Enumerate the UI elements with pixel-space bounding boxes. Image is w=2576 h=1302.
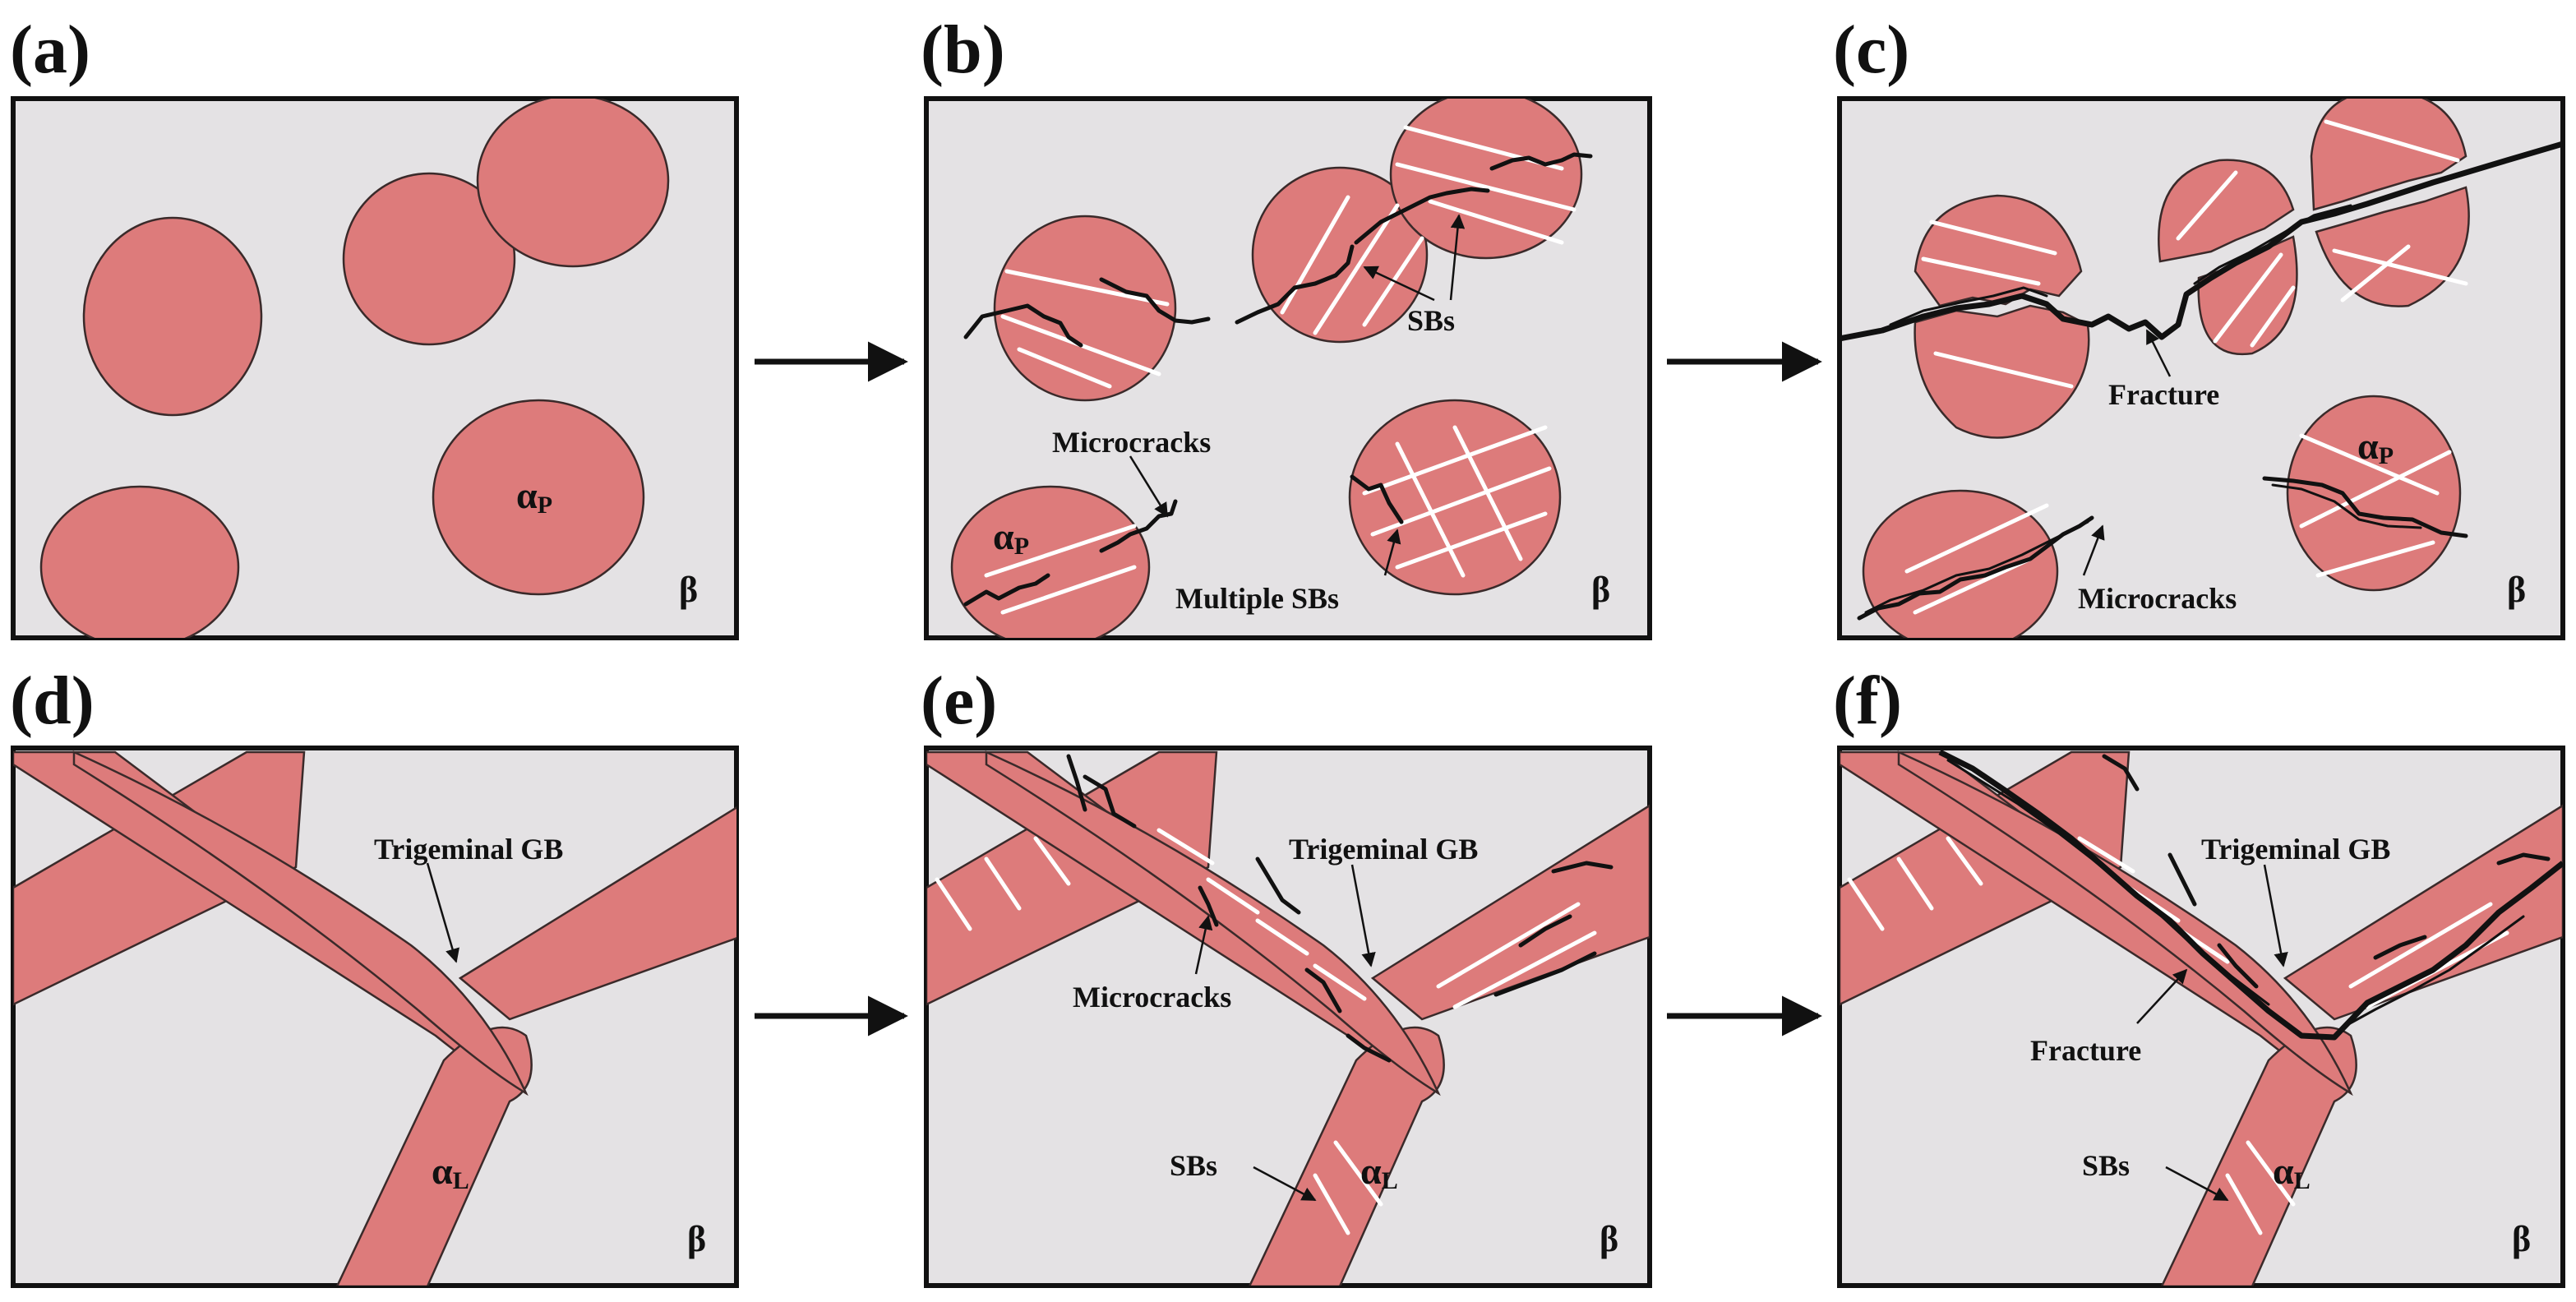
- beta-matrix-label: β: [687, 1219, 706, 1259]
- lamellar-alpha-plate: [1370, 804, 1650, 1021]
- primary-alpha-grain: [1389, 99, 1583, 260]
- lamellar-alpha-plate: [2283, 804, 2563, 1021]
- alpha-l-label: αL: [1360, 1150, 1398, 1194]
- beta-matrix-label: β: [1591, 570, 1610, 610]
- panel-b-grains: [950, 99, 1593, 638]
- alpha-p-label: αP: [993, 515, 1029, 560]
- microcracks-annotation: Microcracks: [2078, 582, 2237, 615]
- lamellar-alpha-plate: [458, 806, 736, 1021]
- primary-alpha-grain: [993, 215, 1177, 402]
- primary-alpha-grain: [1348, 399, 1562, 596]
- primary-alpha-grain: [39, 485, 240, 638]
- primary-alpha-grain: [1862, 489, 2059, 638]
- panel-f-lamellae: [1840, 749, 2563, 1286]
- fracture-annotation: Fracture: [2030, 1034, 2141, 1067]
- panel-f: (f): [1833, 663, 2565, 1288]
- slip-bands: [935, 828, 1597, 1235]
- panel-a-grains: [39, 99, 670, 638]
- lamellar-alpha-plate: [1897, 750, 2353, 1097]
- panel-d-lamellae: [13, 750, 736, 1286]
- fractured-alpha-grain: [2310, 99, 2468, 211]
- panel-c-label: (c): [1833, 12, 1909, 88]
- alpha-l-label: αL: [2273, 1150, 2311, 1194]
- multiple-sbs-annotation: Multiple SBs: [1175, 582, 1339, 615]
- panel-d: (d) Trigeminal GB αL β: [10, 663, 739, 1288]
- slip-bands: [1847, 836, 2509, 1235]
- panel-f-label: (f): [1833, 663, 1902, 739]
- fractured-alpha-grain: [1914, 304, 2090, 439]
- panel-f-leaders: [2136, 864, 2288, 1202]
- panel-c-leaders: [2082, 329, 2172, 576]
- panel-c-grains: [1840, 99, 2563, 638]
- fracture-annotation: Fracture: [2108, 378, 2219, 411]
- panel-b-label: (b): [921, 12, 1005, 88]
- trigeminal-gb-leader: [426, 862, 459, 963]
- panel-d-label: (d): [10, 663, 95, 739]
- beta-matrix-label: β: [679, 570, 698, 610]
- lamellar-alpha-plate: [13, 750, 306, 1006]
- fracture-path: [1840, 141, 2563, 342]
- alpha-p-label: αP: [2357, 425, 2394, 469]
- sbs-annotation: SBs: [2082, 1149, 2130, 1182]
- primary-alpha-grain: [342, 172, 516, 346]
- panel-e-label: (e): [921, 663, 997, 739]
- panel-e: (e): [921, 663, 1652, 1288]
- panel-e-lamellae: [926, 750, 1650, 1286]
- alpha-l-label: αL: [432, 1150, 469, 1194]
- panel-e-leaders: [1194, 864, 1376, 1202]
- lamellar-alpha-plate: [985, 750, 1441, 1097]
- primary-alpha-grain: [950, 485, 1151, 638]
- microcracks: [1857, 476, 2468, 621]
- microcracks: [963, 152, 1593, 607]
- beta-matrix-label: β: [2507, 570, 2526, 610]
- fractured-alpha-grain: [1914, 194, 2083, 307]
- beta-matrix-label: β: [1600, 1219, 1618, 1259]
- microcracks-annotation: Microcracks: [1073, 981, 1231, 1013]
- trigeminal-gb-annotation: Trigeminal GB: [374, 833, 563, 866]
- lamellar-alpha-plate: [1840, 750, 2131, 1006]
- microcracks-annotation: Microcracks: [1052, 426, 1211, 459]
- slip-bands: [984, 125, 1577, 615]
- slip-bands: [1904, 119, 2468, 615]
- primary-alpha-grain: [432, 399, 645, 596]
- lamellar-alpha-plate: [926, 750, 1218, 1006]
- trigeminal-gb-annotation: Trigeminal GB: [2201, 833, 2390, 866]
- fractured-alpha-grain: [2158, 159, 2295, 263]
- panel-b: (b): [921, 12, 1652, 640]
- panel-a: (a) αP β: [10, 12, 739, 640]
- fracture-path: [1938, 749, 2563, 1041]
- panel-b-leaders: [1129, 214, 1466, 576]
- alpha-p-label: αP: [516, 474, 552, 519]
- trigeminal-gb-annotation: Trigeminal GB: [1289, 833, 1478, 866]
- primary-alpha-grain: [2286, 395, 2462, 592]
- primary-alpha-grain: [476, 99, 670, 268]
- panel-a-label: (a): [10, 12, 90, 88]
- lamellar-alpha-plate: [72, 750, 529, 1097]
- microcracks: [1066, 754, 1613, 1063]
- beta-matrix-label: β: [2512, 1219, 2531, 1259]
- microcracks: [2102, 754, 2551, 989]
- sbs-annotation: SBs: [1407, 304, 1455, 337]
- sbs-annotation: SBs: [1170, 1149, 1217, 1182]
- panel-c: (c): [1833, 12, 2565, 640]
- primary-alpha-grain: [82, 216, 263, 417]
